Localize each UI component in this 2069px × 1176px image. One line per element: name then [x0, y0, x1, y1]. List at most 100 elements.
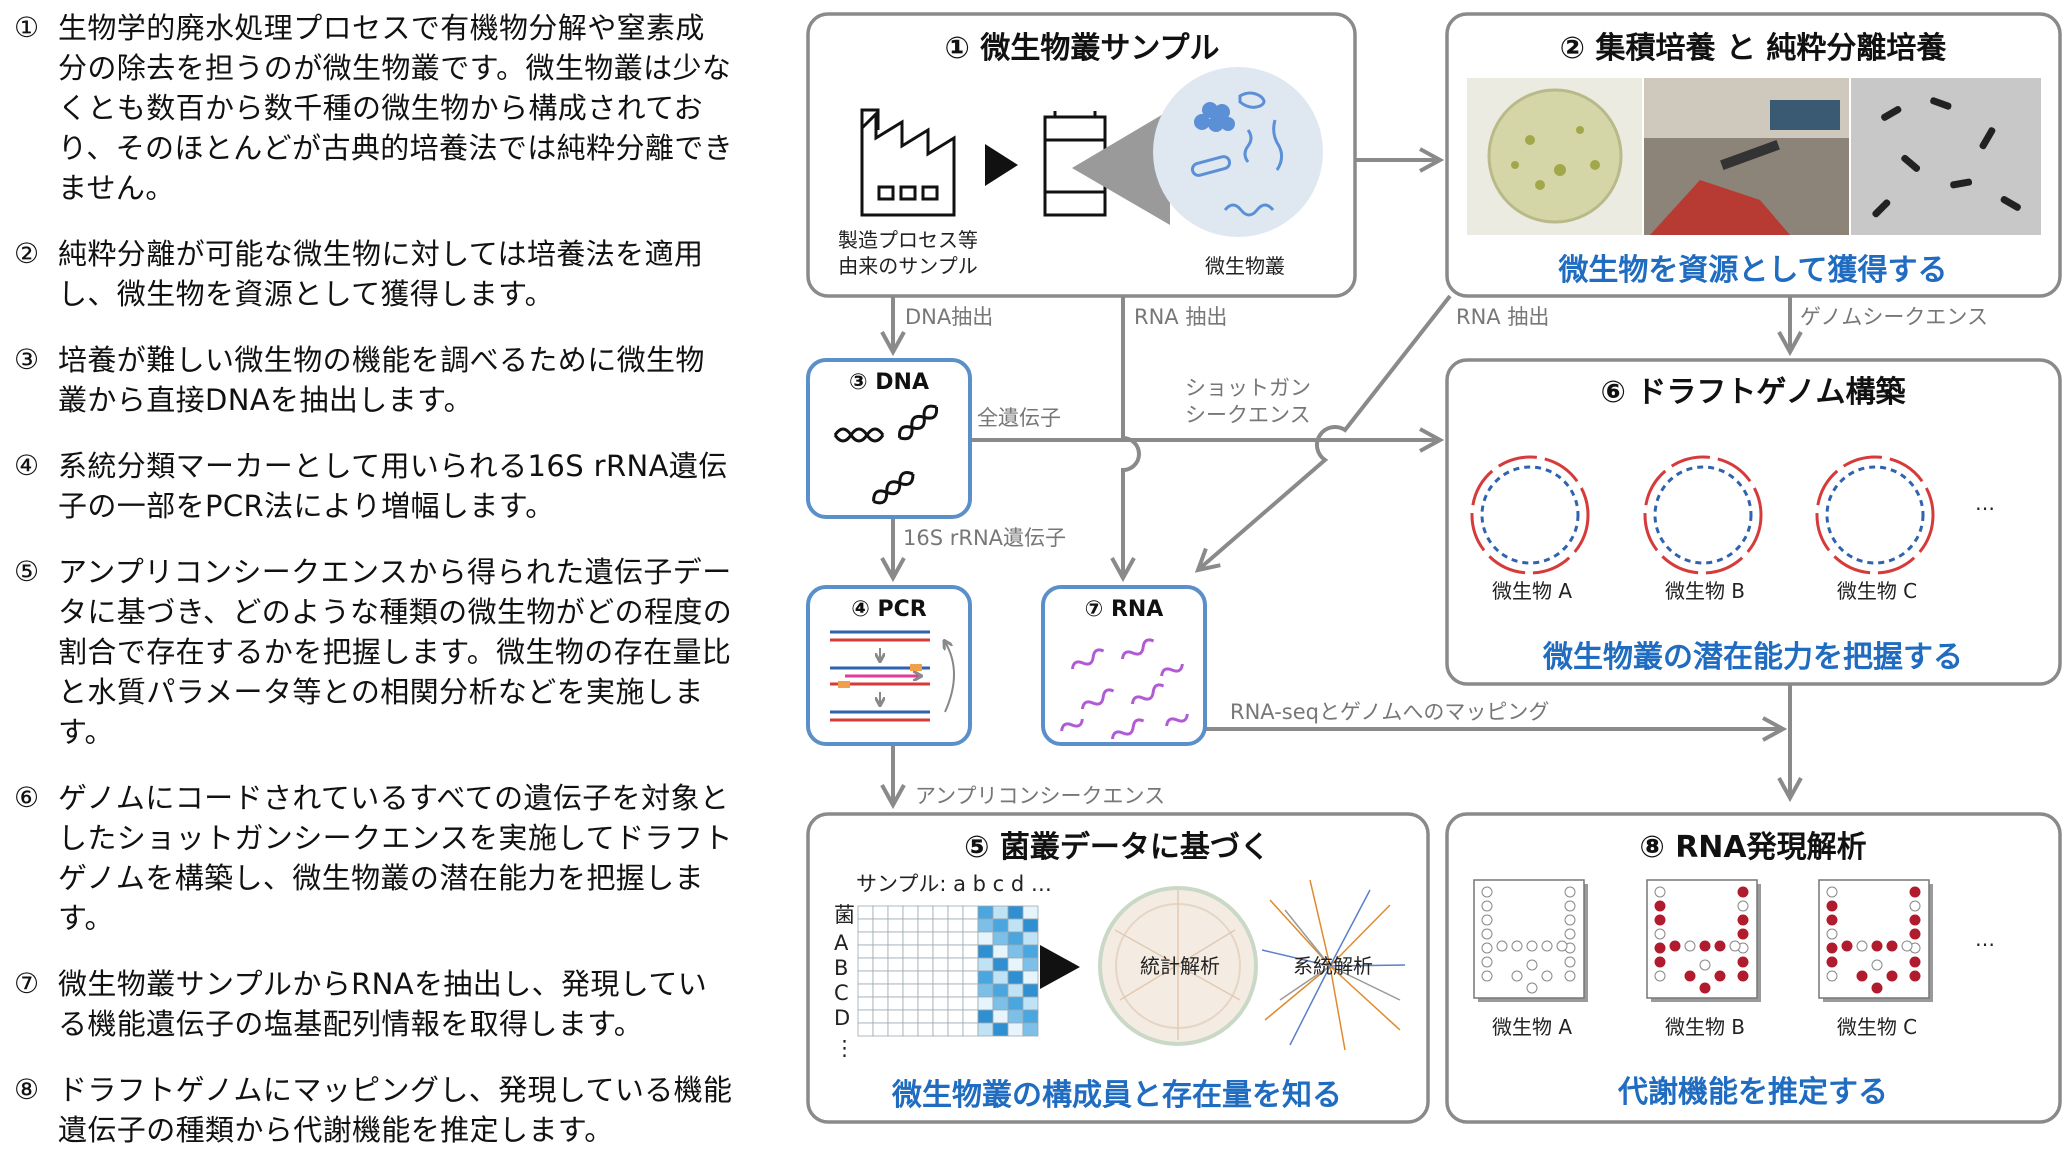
abundance-heatmap [857, 905, 1039, 1037]
heatmap-cell [887, 905, 904, 920]
heatmap-cell [1022, 996, 1039, 1011]
heatmap-cell [947, 931, 964, 946]
microbe-caption: 微生物叢 [1205, 254, 1285, 278]
heatmap-cell [932, 931, 949, 946]
heatmap-cell [917, 970, 934, 985]
heatmap-cell [917, 931, 934, 946]
heatmap-cell [902, 931, 919, 946]
row-label-c: C [834, 981, 849, 1005]
heatmap-cell [932, 944, 949, 959]
heatmap-cell [947, 970, 964, 985]
sample-box: ① 微生物叢サンプル 製造プロセス等 由来の [806, 12, 1357, 298]
heatmap-cell [977, 996, 994, 1011]
expression-ellipsis: … [1975, 927, 1995, 951]
edge-label-dna-extract: DNA抽出 [905, 305, 993, 329]
heatmap-cell [872, 931, 889, 946]
zoom-cone [1072, 110, 1170, 225]
culture-subtitle: 微生物を資源として獲得する [1557, 253, 1947, 288]
heatmap-cell [872, 918, 889, 933]
step-number: ⑤ [14, 555, 40, 588]
heatmap-cell [887, 996, 904, 1011]
heatmap-cell [1022, 1009, 1039, 1024]
heatmap-cell [902, 918, 919, 933]
heatmap-cell [887, 970, 904, 985]
heatmap-cell [947, 996, 964, 1011]
heatmap-cell [932, 957, 949, 972]
culture-title: ② 集積培養 と 純粋分離培養 [1560, 31, 1947, 66]
step-number: ⑥ [14, 781, 40, 814]
heatmap-cell [857, 918, 874, 933]
heatmap-cell [977, 1022, 994, 1037]
heatmap-cell [872, 996, 889, 1011]
heatmap-cell [857, 957, 874, 972]
heatmap-cell [992, 905, 1009, 920]
step-number: ① [14, 11, 40, 44]
heatmap-cell [962, 905, 979, 920]
heatmap-cell [872, 905, 889, 920]
pcr-title: ④ PCR [851, 597, 927, 622]
heatmap-cell [1007, 931, 1024, 946]
heatmap-cell [857, 905, 874, 920]
step-number: ③ [14, 343, 40, 376]
dna-box: ③ DNA [806, 358, 972, 519]
step-number: ② [14, 237, 40, 270]
agar-plate-photo [1467, 78, 1642, 235]
step-4: ④ 系統分類マーカーとして用いられる16S rRNA遺伝子の一部をPCR法により増… [14, 446, 734, 526]
edge-label-16s: 16S rRNA遺伝子 [903, 526, 1066, 550]
heatmap-cell [1022, 1022, 1039, 1037]
heatmap-cell [1007, 1022, 1024, 1037]
pathway-card [1473, 879, 1588, 1002]
heatmap-cell [1022, 931, 1039, 946]
step-number: ④ [14, 449, 40, 482]
heatmap-cell [887, 957, 904, 972]
edge-label-genome-seq: ゲノムシークエンス [1800, 305, 1988, 329]
heatmap-cell [1007, 905, 1024, 920]
heatmap-cell [1022, 944, 1039, 959]
culture-box: ② 集積培養 と 純粋分離培養 微生物を資源として [1445, 12, 2062, 298]
heatmap-cell [947, 905, 964, 920]
heatmap-cell [962, 931, 979, 946]
genome-subtitle: 微生物叢の潜在能力を把握する [1542, 640, 1963, 675]
rna-strands-icon [1060, 638, 1189, 740]
heatmap-cell [947, 944, 964, 959]
statistics-network-icon [1098, 886, 1258, 1046]
heatmap-cell [977, 957, 994, 972]
heatmap-cell [977, 970, 994, 985]
heatmap-cell [932, 983, 949, 998]
heatmap-cell [917, 1009, 934, 1024]
circular-genome-a-icon [1470, 455, 1590, 575]
arrow-culture-to-rna [1198, 294, 1452, 570]
heatmap-cell [872, 944, 889, 959]
heatmap-cell [992, 944, 1009, 959]
heatmap-cell [902, 983, 919, 998]
heatmap-cell [962, 1022, 979, 1037]
pcr-box: ④ PCR [806, 585, 972, 746]
genome-label-b: 微生物 B [1665, 579, 1745, 603]
genome-title: ⑥ ドラフトゲノム構築 [1601, 375, 1907, 410]
heatmap-cell [977, 918, 994, 933]
phylo-analysis-label: 系統解析 [1293, 954, 1373, 978]
community-title: ⑤ 菌叢データに基づく [964, 830, 1270, 865]
community-box: ⑤ 菌叢データに基づく サンプル: a b c d … 菌 A B C D ⋮ … [806, 812, 1430, 1124]
heatmap-cell [887, 1022, 904, 1037]
heatmap-cell [872, 957, 889, 972]
row-label-a: A [834, 931, 849, 955]
microscopy-photo [1851, 78, 2041, 235]
heatmap-cell [947, 983, 964, 998]
step-text: 微生物叢サンプルからRNAを抽出し、発現している機能遺伝子の塩基配列情報を取得し… [58, 967, 708, 1041]
heatmap-cell [902, 1022, 919, 1037]
expression-title: ⑧ RNA発現解析 [1639, 830, 1866, 865]
step-text: 系統分類マーカーとして用いられる16S rRNA遺伝子の一部をPCR法により増幅… [58, 449, 728, 523]
workflow-diagram: DNA抽出 RNA 抽出 RNA 抽出 ゲノムシークエンス 全遺伝子 ショットガ… [806, 12, 2062, 1124]
heatmap-cell [1022, 918, 1039, 933]
community-subtitle: 微生物叢の構成員と存在量を知る [891, 1078, 1342, 1113]
edge-label-rnaseq: RNA-seqとゲノムへのマッピング [1230, 700, 1549, 724]
heatmap-cell [1007, 1009, 1024, 1024]
pathway-card [1646, 879, 1761, 1002]
heatmap-cell [1007, 918, 1024, 933]
edge-label-shotgun-2: シークエンス [1185, 403, 1311, 427]
rna-title: ⑦ RNA [1085, 597, 1164, 622]
heatmap-cell [962, 983, 979, 998]
step-text: 培養が難しい微生物の機能を調べるために微生物叢から直接DNAを抽出します。 [58, 343, 705, 417]
